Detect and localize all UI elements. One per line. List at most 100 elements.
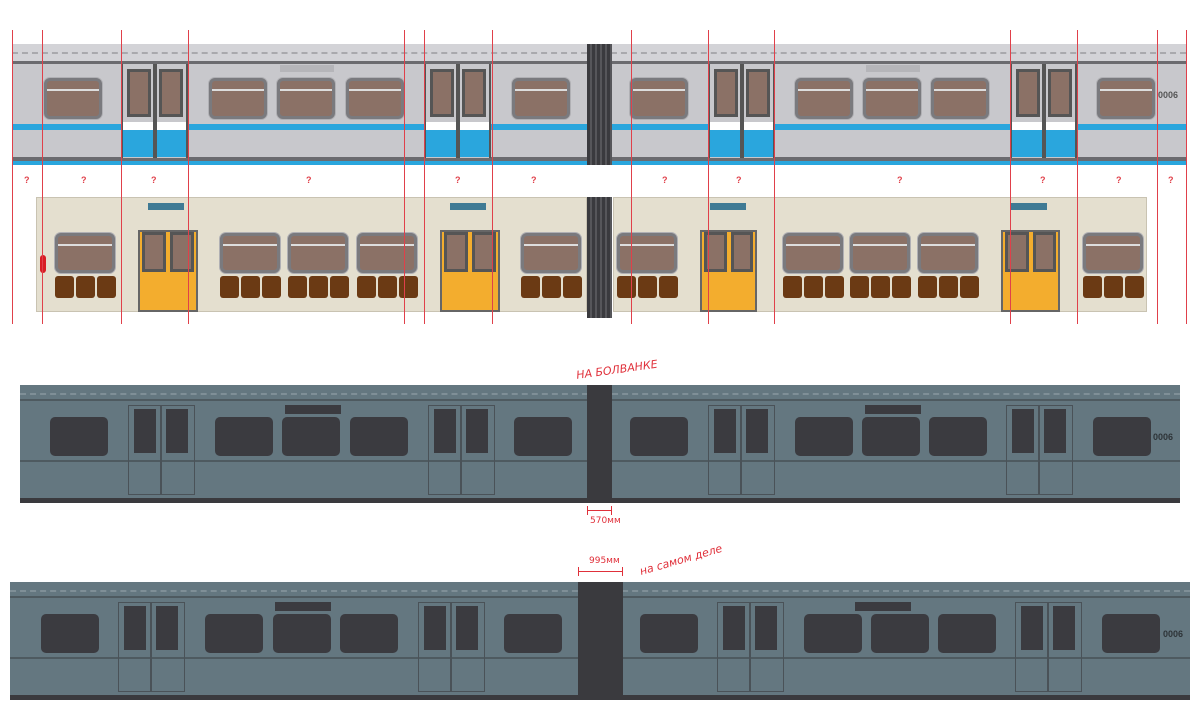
guide-line — [12, 30, 13, 324]
section-marker: ? — [24, 175, 30, 185]
seat — [871, 276, 890, 298]
door-seam — [450, 602, 452, 692]
seat — [918, 276, 937, 298]
seat — [617, 276, 636, 298]
door-window — [746, 409, 768, 453]
door-window — [430, 69, 454, 117]
top-window — [44, 78, 102, 119]
door-window — [1012, 409, 1034, 453]
actual-car-gangway — [578, 582, 623, 700]
interior-window — [783, 233, 843, 273]
section-marker: ? — [736, 175, 742, 185]
actual-car-window — [273, 614, 331, 653]
actual-car-vent — [275, 602, 331, 611]
section-marker: ? — [1040, 175, 1046, 185]
top-window — [346, 78, 404, 119]
mockup-car-gangway — [587, 385, 612, 503]
mockup-car-window — [862, 417, 920, 456]
door-window — [134, 409, 156, 453]
interior-door-window — [704, 232, 727, 272]
guide-line — [424, 30, 425, 324]
section-marker: ? — [1116, 175, 1122, 185]
door-seam — [740, 64, 744, 158]
seat — [241, 276, 260, 298]
interior-window — [1083, 233, 1143, 273]
interior-door-window — [730, 232, 753, 272]
car-number: 0006 — [1158, 90, 1179, 100]
door-seam — [1042, 64, 1046, 158]
interior-window — [220, 233, 280, 273]
mockup-car-window — [350, 417, 408, 456]
destination-display — [1011, 203, 1047, 210]
interior-window — [288, 233, 348, 273]
seat — [804, 276, 823, 298]
interior-window — [357, 233, 417, 273]
guide-line — [492, 30, 493, 324]
actual-car-vent — [855, 602, 911, 611]
door-seam — [749, 602, 751, 692]
mockup-car-window — [630, 417, 688, 456]
section-marker: ? — [151, 175, 157, 185]
actual-car-window — [41, 614, 99, 653]
door-window — [456, 606, 478, 650]
gap-label: 995мм — [589, 556, 620, 566]
top-window — [277, 78, 335, 119]
interior-door-window — [170, 232, 194, 272]
door-seam — [1038, 405, 1040, 495]
guide-line — [188, 30, 189, 324]
gap-dimension-arrow — [587, 506, 612, 515]
door-seam — [740, 405, 742, 495]
actual-annotation: на самом деле — [638, 541, 724, 578]
top-window — [931, 78, 989, 119]
seat — [309, 276, 328, 298]
top-window — [630, 78, 688, 119]
door-window — [1044, 409, 1066, 453]
door-window — [1016, 69, 1040, 117]
guide-line — [1186, 30, 1187, 324]
gangway — [587, 44, 612, 165]
guide-line — [1010, 30, 1011, 324]
seat — [55, 276, 74, 298]
interior-door-window — [444, 232, 468, 272]
actual-car-window — [340, 614, 398, 653]
door-seam — [160, 405, 162, 495]
actual-car-window — [871, 614, 929, 653]
mockup-car-window — [282, 417, 340, 456]
interior-window — [617, 233, 677, 273]
door-window — [434, 409, 456, 453]
seat — [357, 276, 376, 298]
mockup-car-vent — [865, 405, 921, 414]
seat — [1125, 276, 1144, 298]
section-marker: ? — [531, 175, 537, 185]
guide-line — [708, 30, 709, 324]
seat — [542, 276, 561, 298]
actual-car-window — [640, 614, 698, 653]
seat — [659, 276, 678, 298]
guide-line — [631, 30, 632, 324]
interior-door-window — [142, 232, 166, 272]
mockup-annotation: НА БОЛВАНКЕ — [575, 357, 659, 382]
seat — [262, 276, 281, 298]
door-seam — [1047, 602, 1049, 692]
mockup-car-window — [50, 417, 108, 456]
interior-door-window — [1005, 232, 1029, 272]
door-window — [1021, 606, 1043, 650]
mockup-car-vent — [285, 405, 341, 414]
top-window — [795, 78, 853, 119]
seat — [825, 276, 844, 298]
seat — [783, 276, 802, 298]
roof-vent — [866, 65, 920, 72]
door-window — [1048, 69, 1072, 117]
door-window — [1053, 606, 1075, 650]
guide-line — [121, 30, 122, 324]
seat — [220, 276, 239, 298]
interior-window — [521, 233, 581, 273]
destination-display — [450, 203, 486, 210]
fire-extinguisher-icon — [40, 255, 46, 273]
door-window — [714, 69, 738, 117]
seat — [892, 276, 911, 298]
door-window — [714, 409, 736, 453]
interior-window — [55, 233, 115, 273]
door-seam — [456, 64, 460, 158]
door-window — [156, 606, 178, 650]
